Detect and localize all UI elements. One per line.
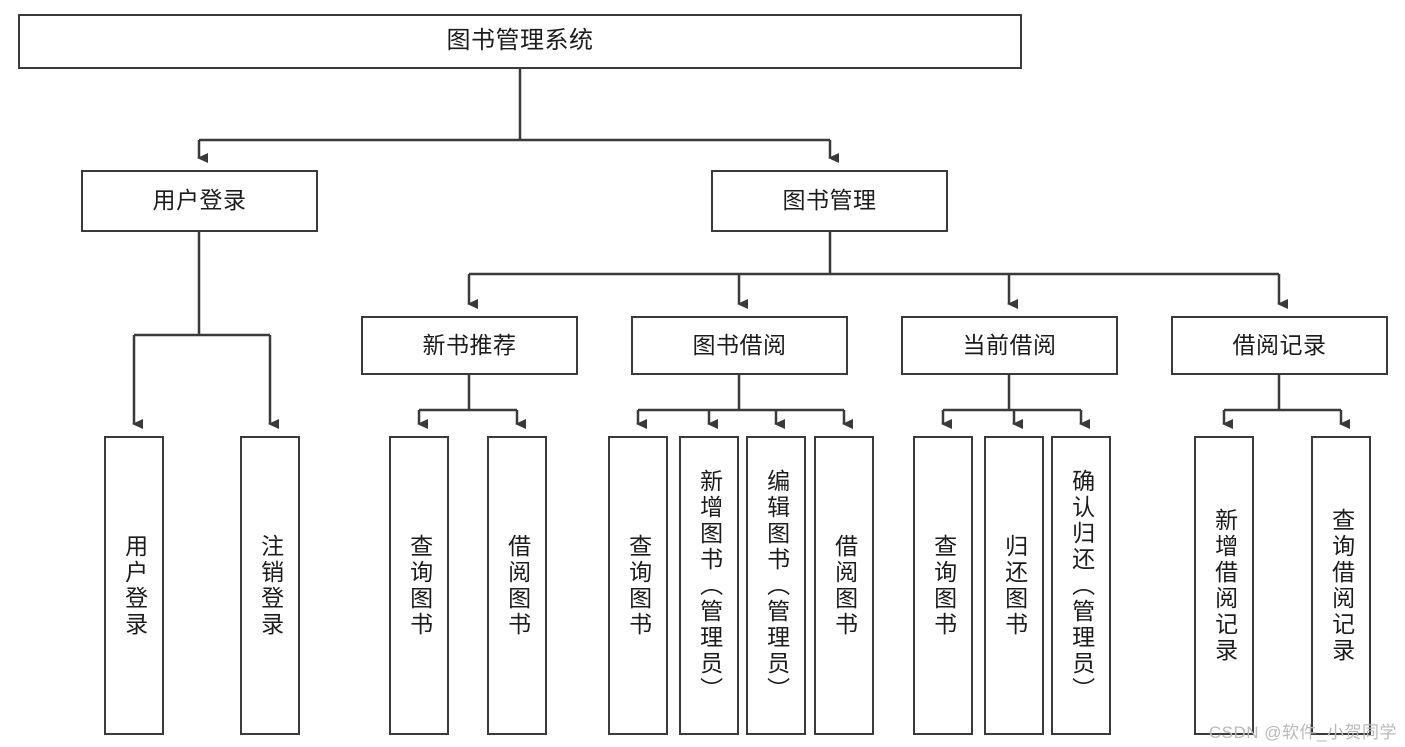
node-leaf-confirm-return-label: 确认归还（管理员） xyxy=(1068,468,1095,703)
node-leaf-borrow-book-1[interactable]: 借阅图书 xyxy=(487,436,547,735)
node-borrow-record-label: 借阅记录 xyxy=(1232,331,1327,358)
node-leaf-user-login[interactable]: 用户登录 xyxy=(104,436,164,735)
node-leaf-confirm-return[interactable]: 确认归还（管理员） xyxy=(1051,436,1111,735)
node-leaf-query-book-2[interactable]: 查询图书 xyxy=(608,436,668,735)
node-leaf-logout[interactable]: 注销登录 xyxy=(240,436,300,735)
node-leaf-user-login-label: 用户登录 xyxy=(121,533,148,638)
node-borrow-record[interactable]: 借阅记录 xyxy=(1171,316,1388,375)
node-leaf-query-record[interactable]: 查询借阅记录 xyxy=(1311,436,1371,735)
node-new-book-recommend-label: 新书推荐 xyxy=(422,331,517,358)
node-current-borrow-label: 当前借阅 xyxy=(962,331,1057,358)
node-leaf-query-book-3-label: 查询图书 xyxy=(930,533,957,638)
node-leaf-query-book-2-label: 查询图书 xyxy=(625,533,652,638)
node-root[interactable]: 图书管理系统 xyxy=(18,14,1022,69)
node-leaf-add-book[interactable]: 新增图书（管理员） xyxy=(679,436,739,735)
node-leaf-borrow-book-1-label: 借阅图书 xyxy=(504,533,531,638)
node-leaf-return-book-label: 归还图书 xyxy=(1001,533,1028,638)
node-book-borrow-label: 图书借阅 xyxy=(692,331,787,358)
node-leaf-add-record[interactable]: 新增借阅记录 xyxy=(1194,436,1254,735)
node-leaf-query-book-3[interactable]: 查询图书 xyxy=(913,436,973,735)
csdn-watermark: CSDN @软件_小贺同学 xyxy=(1208,723,1397,742)
node-user-login[interactable]: 用户登录 xyxy=(81,170,318,232)
node-leaf-logout-label: 注销登录 xyxy=(257,533,284,638)
node-current-borrow[interactable]: 当前借阅 xyxy=(901,316,1118,375)
node-leaf-add-record-label: 新增借阅记录 xyxy=(1211,507,1238,664)
node-book-manage[interactable]: 图书管理 xyxy=(711,170,948,232)
node-leaf-edit-book-label: 编辑图书（管理员） xyxy=(763,468,790,703)
node-new-book-recommend[interactable]: 新书推荐 xyxy=(361,316,578,375)
node-leaf-borrow-book-2[interactable]: 借阅图书 xyxy=(814,436,874,735)
node-leaf-return-book[interactable]: 归还图书 xyxy=(984,436,1044,735)
node-leaf-add-book-label: 新增图书（管理员） xyxy=(696,468,723,703)
node-root-label: 图书管理系统 xyxy=(446,27,594,55)
node-leaf-query-book-1-label: 查询图书 xyxy=(406,533,433,638)
node-leaf-edit-book[interactable]: 编辑图书（管理员） xyxy=(746,436,806,735)
node-leaf-query-record-label: 查询借阅记录 xyxy=(1328,507,1355,664)
node-user-login-label: 用户登录 xyxy=(152,187,247,214)
node-book-manage-label: 图书管理 xyxy=(782,187,877,214)
node-leaf-borrow-book-2-label: 借阅图书 xyxy=(831,533,858,638)
node-leaf-query-book-1[interactable]: 查询图书 xyxy=(389,436,449,735)
node-book-borrow[interactable]: 图书借阅 xyxy=(631,316,848,375)
